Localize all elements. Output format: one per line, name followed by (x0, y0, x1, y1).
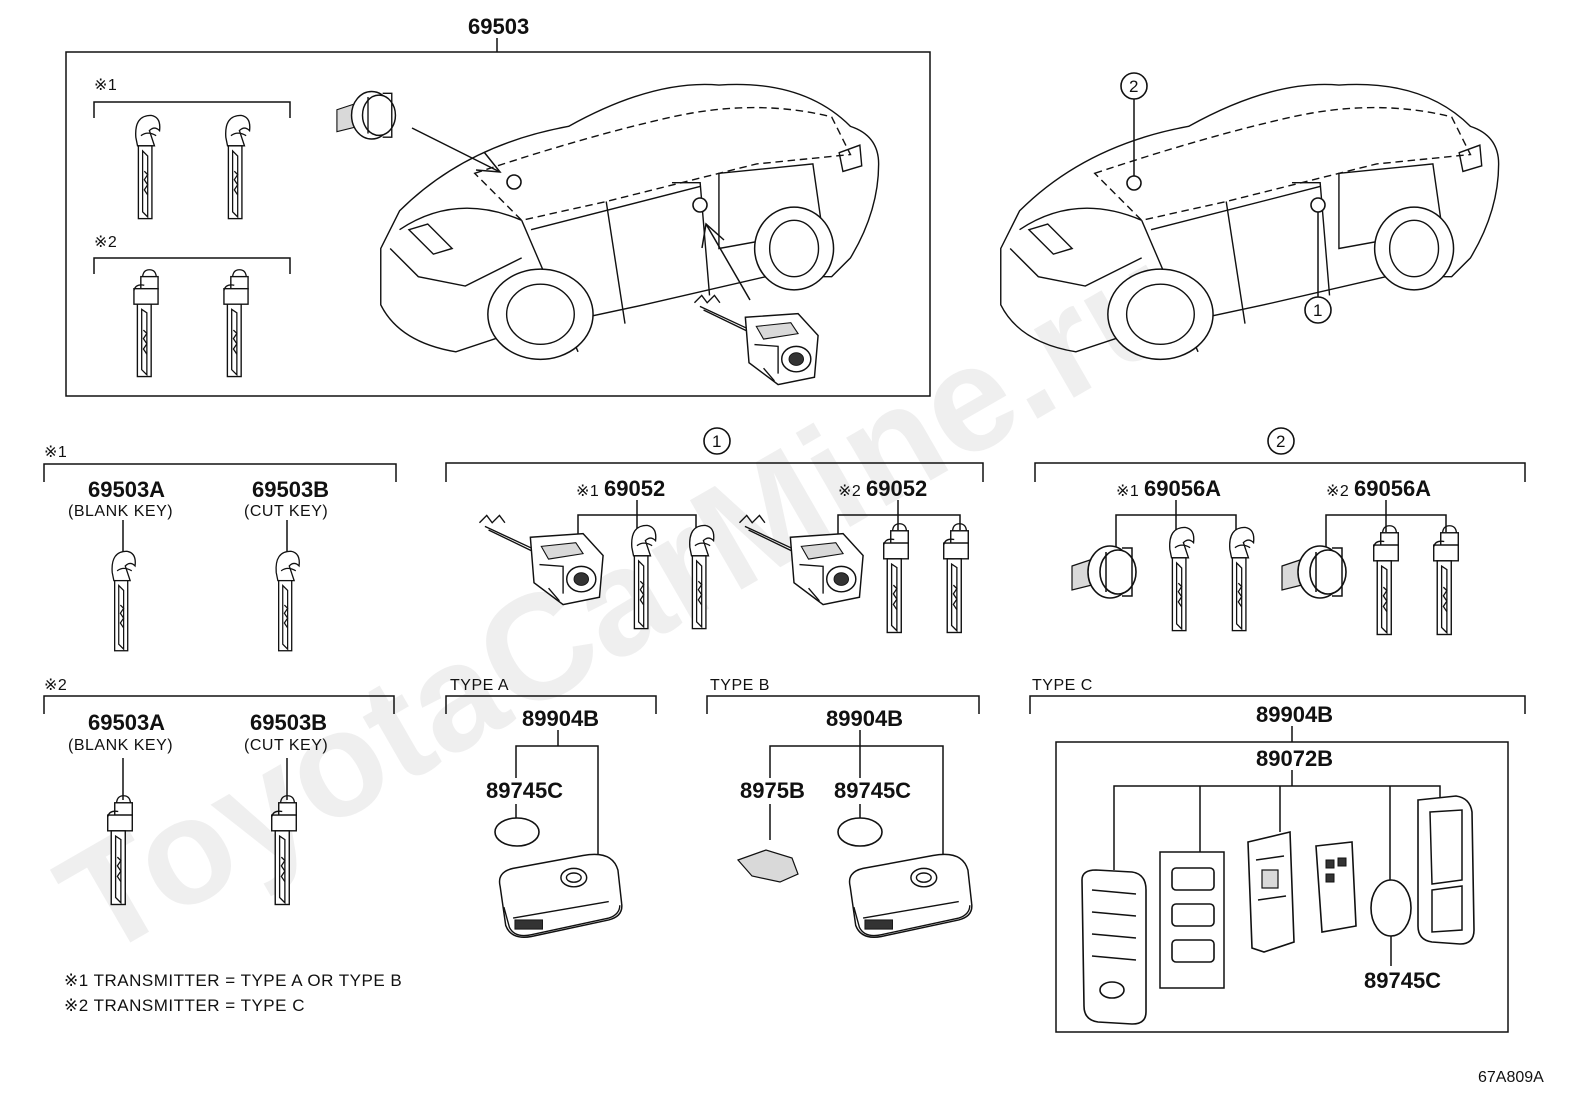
type-c-sub-assembly: 89072B (1256, 746, 1333, 771)
button-pad-box (1159, 851, 1225, 989)
type-c-assembly: 89904B (1256, 702, 1333, 727)
type-a-label: TYPE A (450, 677, 509, 694)
door-lock-icon (693, 294, 819, 386)
type-a-battery: 89745C (486, 778, 563, 803)
button-icon (1171, 903, 1215, 927)
top-mark-1: ※1 (94, 77, 117, 94)
set2-mark-1: ※1 (1116, 483, 1139, 500)
key-icon (223, 268, 249, 378)
callout-2-top: 2 (1129, 77, 1138, 96)
transmitter-icon (498, 853, 623, 938)
smart-key-case-icon (1081, 869, 1147, 1025)
watermark: ToyotaCarMine.ru (32, 210, 1211, 988)
button-icon (1171, 939, 1215, 963)
part-69503A-2: 69503A (88, 710, 165, 735)
desc-cut-key-1: (CUT KEY) (244, 503, 328, 520)
lock-cylinder-icon (1071, 545, 1137, 599)
lock-cylinder-icon (336, 90, 397, 140)
type-b-battery: 89745C (834, 778, 911, 803)
type-c-box (1055, 741, 1509, 1033)
transmitter-icon (848, 853, 973, 938)
key-icon (134, 114, 161, 220)
key-shell-icon (1417, 795, 1475, 945)
key-icon (942, 522, 970, 634)
type-b-label: TYPE B (710, 677, 770, 694)
left-mark-1: ※1 (44, 444, 67, 461)
callout-1-set: 1 (712, 432, 721, 451)
type-c-battery: 89745C (1364, 968, 1441, 993)
note-1: ※1 TRANSMITTER = TYPE A OR TYPE B (64, 971, 402, 990)
set1-mark-2: ※2 (838, 483, 861, 500)
key-blade-insert-icon (1315, 841, 1357, 933)
cover-icon (736, 849, 799, 883)
key-icon (1372, 524, 1400, 636)
note-2: ※2 TRANSMITTER = TYPE C (64, 996, 305, 1015)
desc-blank-key-2: (BLANK KEY) (68, 737, 173, 754)
assembly-number-69503: 69503 (468, 14, 529, 39)
button-icon (1171, 867, 1215, 891)
cut-key-icon (275, 550, 301, 652)
battery-icon (837, 817, 883, 847)
set2-mark-2: ※2 (1326, 483, 1349, 500)
part-69503B-1: 69503B (252, 477, 329, 502)
type-c-label: TYPE C (1032, 677, 1093, 694)
callout-2-set: 2 (1276, 432, 1285, 451)
set2-part-69056A-a: 69056A (1144, 476, 1221, 501)
part-69503B-2: 69503B (250, 710, 327, 735)
assembly-box (65, 51, 931, 397)
callout-1-top: 1 (1313, 301, 1322, 320)
lock-cylinder-icon (1281, 545, 1347, 599)
key-icon (224, 114, 251, 220)
left-mark-2: ※2 (44, 677, 67, 694)
set1-part-69052-a: 69052 (604, 476, 665, 501)
key-icon (1432, 524, 1460, 636)
circuit-board-icon (1247, 830, 1295, 953)
battery-icon (1370, 879, 1412, 937)
set2-part-69056A-b: 69056A (1354, 476, 1431, 501)
diagram-code: 67A809A (1478, 1069, 1544, 1086)
set1-mark-1: ※1 (576, 483, 599, 500)
battery-icon (494, 817, 540, 847)
key-icon (882, 522, 910, 634)
top-mark-2: ※2 (94, 234, 117, 251)
set1-part-69052-b: 69052 (866, 476, 927, 501)
key-icon (1168, 526, 1195, 632)
part-69503A-1: 69503A (88, 477, 165, 502)
type-b-assembly: 89904B (826, 706, 903, 731)
desc-cut-key-2: (CUT KEY) (244, 737, 328, 754)
key-icon (133, 268, 159, 378)
desc-blank-key-1: (BLANK KEY) (68, 503, 173, 520)
key-icon (1228, 526, 1255, 632)
type-b-cover: 8975B (740, 778, 805, 803)
blank-key-icon (111, 550, 137, 652)
vehicle-outline (379, 83, 880, 361)
type-a-assembly: 89904B (522, 706, 599, 731)
